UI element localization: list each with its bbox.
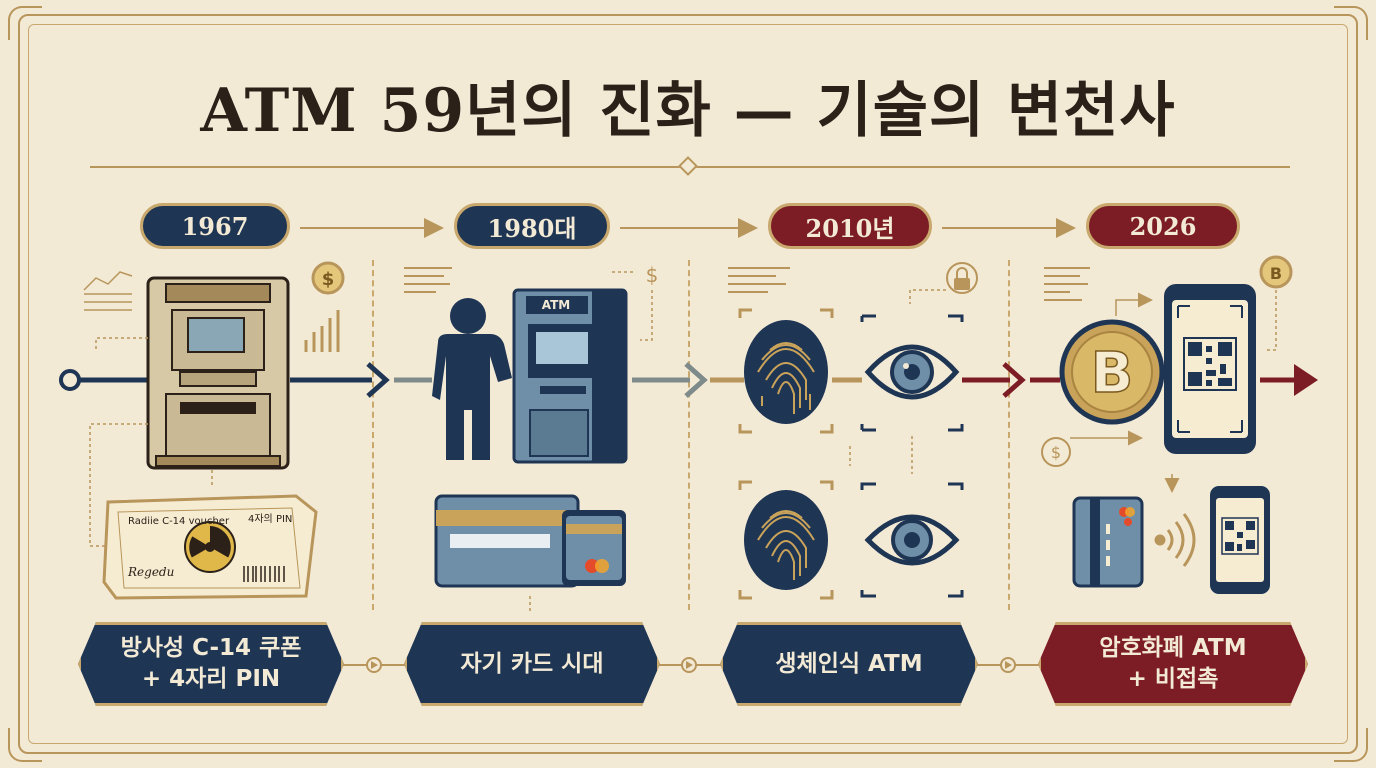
atm-sign: ATM	[542, 298, 570, 312]
column-separator	[1008, 260, 1010, 610]
corner-ornament	[1334, 728, 1368, 762]
voucher-pin-text: 4자의 PIN	[248, 513, 292, 525]
voucher-text: Radiie C-14 voucher	[128, 516, 230, 527]
text-lines-doodle	[728, 267, 790, 293]
page-title: ATM 59년의 진화 — 기술의 변천사	[200, 76, 1176, 146]
text-lines-doodle	[404, 267, 452, 293]
year-label: 2026	[1129, 211, 1197, 241]
svg-text:$: $	[322, 269, 335, 290]
era-label-line2: + 4자리 PIN	[141, 666, 281, 692]
year-pill-2010: 2010년	[768, 203, 932, 249]
bitcoin-coin-small-icon: B	[1259, 255, 1293, 351]
outer-frame	[18, 14, 1358, 754]
atm-machine-icon	[512, 288, 628, 464]
eye-scan-icon	[860, 314, 964, 432]
smartphone-qr-icon	[1164, 284, 1256, 454]
lock-icon	[909, 262, 978, 304]
svg-text:B: B	[1270, 264, 1282, 283]
corner-ornament	[8, 6, 42, 40]
eye-scan-icon	[860, 482, 964, 598]
dollar-coin-icon: $	[311, 261, 345, 295]
bar-chart-doodle	[304, 310, 340, 352]
year-pill-1980s: 1980대	[454, 203, 610, 249]
year-pill-1967: 1967	[140, 203, 290, 249]
smartphone-qr-icon	[1210, 486, 1270, 594]
corner-ornament	[8, 728, 42, 762]
column-separator	[688, 260, 690, 610]
contactless-icon	[1154, 513, 1196, 567]
connector-lines	[1070, 292, 1180, 493]
era-label-line2: + 비접촉	[1127, 666, 1219, 692]
inner-frame	[28, 24, 1348, 744]
line-chart-doodle	[83, 271, 133, 311]
bitcoin-icon: B	[1059, 319, 1165, 425]
text-lines-doodle	[1044, 267, 1090, 301]
dollar-sign-doodle: $	[612, 263, 659, 341]
label-connectors	[340, 657, 1042, 673]
fingerprint-icon	[738, 308, 834, 434]
svg-text:B: B	[1091, 341, 1134, 406]
main-timeline	[59, 362, 1318, 398]
column-separator	[372, 260, 374, 610]
person-icon	[432, 298, 512, 460]
era-label-line1: 암호화폐 ATM	[1099, 635, 1247, 661]
era-label-1967: 방사성 C-14 쿠폰 + 4자리 PIN	[78, 622, 344, 706]
magnetic-card-icon	[434, 494, 626, 588]
connector-lines	[89, 337, 213, 547]
svg-text:$: $	[1051, 443, 1061, 462]
contactless-card-icon	[1072, 496, 1144, 588]
era-label-2010: 생체인식 ATM	[720, 622, 978, 706]
connector-lines	[849, 436, 913, 474]
year-label: 1980대	[487, 213, 577, 243]
era-label-line1: 생체인식 ATM	[775, 650, 923, 677]
era-label-line1: 방사성 C-14 쿠폰	[120, 635, 302, 661]
atm-machine-icon	[146, 276, 290, 470]
era-label-line1: 자기 카드 시대	[460, 650, 604, 677]
fingerprint-icon	[738, 480, 834, 600]
corner-ornament	[1334, 6, 1368, 40]
voucher-signature: Regedu	[127, 565, 174, 579]
dollar-coin-icon: $	[1041, 437, 1071, 467]
year-label: 1967	[181, 211, 249, 241]
year-pill-2026: 2026	[1086, 203, 1240, 249]
era-label-1980s: 자기 카드 시대	[404, 622, 660, 706]
svg-text:$: $	[646, 263, 659, 287]
era-label-2026: 암호화폐 ATM + 비접촉	[1038, 622, 1308, 706]
year-label: 2010년	[805, 213, 895, 243]
radiation-voucher-icon	[102, 494, 318, 600]
